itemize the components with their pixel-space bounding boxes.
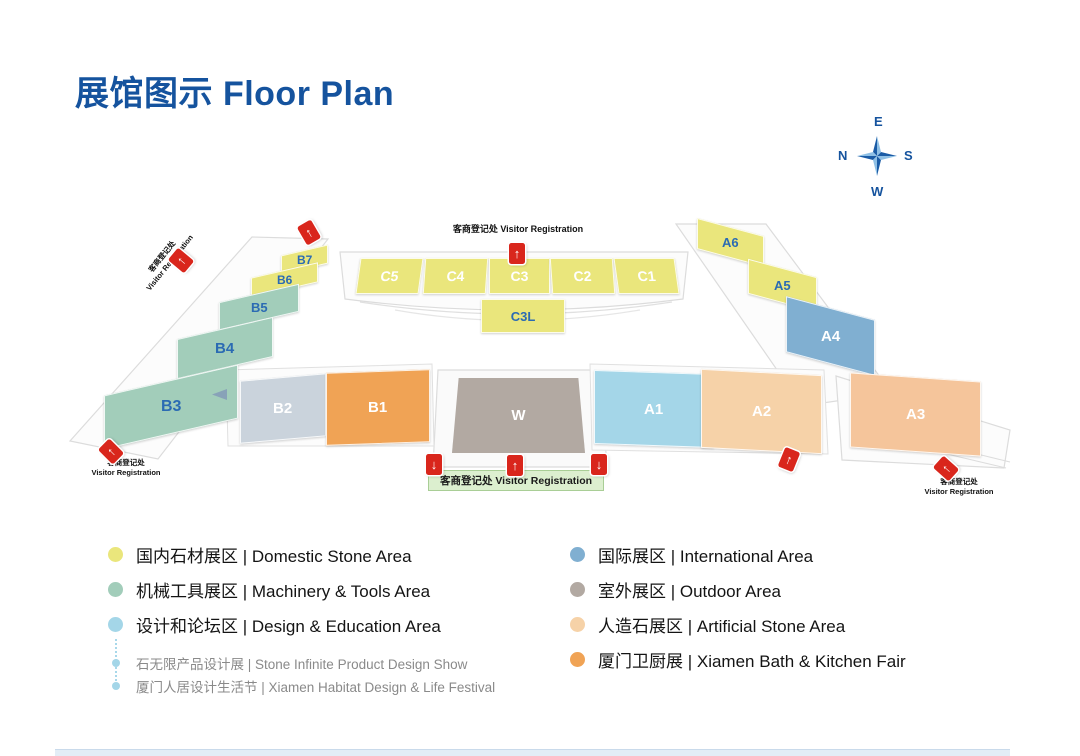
visitor-registration-label-top: 客商登记处 Visitor Registration: [452, 224, 584, 234]
visitor-registration-en: Visitor Registration: [91, 467, 161, 477]
page-title: 展馆图示 Floor Plan: [75, 75, 395, 113]
compass-star-icon: [857, 136, 897, 176]
visitor-registration-en: Visitor Registration: [924, 486, 994, 496]
legend-label: 设计和论坛区 | Design & Education Area: [136, 617, 441, 636]
compass: E N S W: [838, 114, 918, 200]
arrow-up-glyph: ↑: [103, 443, 119, 460]
hall-b1-label: B1: [368, 399, 388, 416]
hall-c2-label: C2: [572, 268, 593, 284]
hall-c1: C1: [613, 258, 680, 294]
domestic-stone-dot-icon: [108, 547, 123, 562]
hall-a3-label: A3: [905, 406, 926, 423]
arrow-up-glyph: ↑: [302, 224, 316, 241]
legend-label: 厦门卫厨展 | Xiamen Bath & Kitchen Fair: [598, 652, 906, 671]
hall-c5-label: C5: [379, 268, 400, 284]
outdoor-dot-icon: [570, 582, 585, 597]
legend-sub-item: 石无限产品设计展 | Stone Infinite Product Design…: [108, 651, 495, 674]
sub-dot-icon: [112, 681, 120, 690]
compass-east-label: E: [874, 114, 883, 129]
hall-c4-label: C4: [445, 268, 466, 284]
legend-item: 设计和论坛区 | Design & Education Area: [108, 607, 495, 642]
hall-b5-label: B5: [250, 299, 268, 315]
hall-b2: B2: [240, 373, 326, 444]
entrance-arrow-icon: ↓: [426, 454, 442, 475]
design-education-dot-icon: [108, 617, 123, 632]
hall-w: W: [452, 378, 585, 453]
hall-c5: C5: [355, 258, 424, 294]
sub-dot-icon: [112, 658, 120, 667]
hall-b1: B1: [326, 369, 430, 446]
hall-a1-label: A1: [644, 400, 664, 418]
legend-sub-items: 石无限产品设计展 | Stone Infinite Product Design…: [108, 639, 495, 697]
machinery-tools-dot-icon: [108, 582, 123, 597]
hall-a5-label: A5: [774, 278, 791, 293]
arrow-up-glyph: ↑: [511, 458, 519, 473]
entrance-arrow-icon: ↑: [507, 455, 523, 476]
compass-north-label: N: [838, 148, 848, 163]
legend-item: 室外展区 | Outdoor Area: [570, 572, 906, 607]
hall-a4-label: A4: [820, 327, 841, 345]
hall-b4-label: B4: [215, 339, 235, 357]
hall-a3: A3: [850, 372, 981, 457]
hall-c4: C4: [422, 258, 489, 294]
hall-a6-label: A6: [722, 235, 739, 250]
passage-arrow-icon: [212, 389, 227, 400]
legend-left-column: 国内石材展区 | Domestic Stone Area 机械工具展区 | Ma…: [108, 537, 495, 697]
visitor-registration-label-bottom-left: 客商登记处 Visitor Registration: [78, 458, 174, 478]
legend-item: 国内石材展区 | Domestic Stone Area: [108, 537, 495, 572]
legend-sub-label: 石无限产品设计展 | Stone Infinite Product Design…: [136, 656, 468, 672]
hall-c3l: C3L: [481, 299, 565, 333]
legend-label: 室外展区 | Outdoor Area: [598, 582, 781, 601]
legend-item: 机械工具展区 | Machinery & Tools Area: [108, 572, 495, 607]
hall-a1: A1: [594, 369, 714, 449]
page-edge-strip: [55, 749, 1010, 756]
hall-c3-label: C3: [510, 268, 529, 284]
arrow-up-glyph: ↑: [173, 253, 189, 268]
legend-label: 机械工具展区 | Machinery & Tools Area: [136, 582, 431, 601]
visitor-registration-cn: 客商登记处: [940, 477, 978, 486]
arrow-up-glyph: ↑: [513, 246, 521, 261]
hall-a2-label: A2: [751, 403, 772, 420]
artificial-stone-dot-icon: [570, 617, 585, 632]
entrance-arrow-icon: ↓: [591, 454, 607, 475]
hall-b3-label: B3: [160, 398, 182, 416]
visitor-registration-label-bottom-right: 客商登记处 Visitor Registration: [914, 477, 1004, 497]
legend-sub-item: 厦门人居设计生活节 | Xiamen Habitat Design & Life…: [108, 674, 495, 697]
legend-item: 厦门卫厨展 | Xiamen Bath & Kitchen Fair: [570, 642, 906, 677]
compass-west-label: W: [871, 184, 884, 199]
visitor-registration-banner: 客商登记处 Visitor Registration: [428, 470, 604, 491]
legend-sub-label: 厦门人居设计生活节 | Xiamen Habitat Design & Life…: [136, 679, 496, 695]
hall-c1-label: C1: [636, 268, 657, 284]
arrow-up-glyph: ↑: [938, 461, 954, 476]
legend-item: 国际展区 | International Area: [570, 537, 906, 572]
arrow-down-glyph: ↓: [595, 457, 603, 472]
hall-a2: A2: [701, 368, 822, 455]
legend-label: 国际展区 | International Area: [598, 547, 814, 566]
hall-c3: C3: [489, 258, 550, 294]
legend-right-column: 国际展区 | International Area 室外展区 | Outdoor…: [570, 537, 906, 677]
legend-label: 国内石材展区 | Domestic Stone Area: [136, 547, 412, 566]
visitor-registration-cn: 客商登记处: [107, 458, 145, 467]
legend-item: 人造石展区 | Artificial Stone Area: [570, 607, 906, 642]
bath-kitchen-dot-icon: [570, 652, 585, 667]
arrow-up-glyph: ↑: [783, 451, 795, 468]
entrance-arrow-icon: ↑: [509, 243, 525, 264]
hall-c3l-label: C3L: [510, 308, 536, 324]
hall-w-label: W: [511, 407, 526, 424]
compass-south-label: S: [904, 148, 913, 163]
hall-b2-label: B2: [273, 400, 293, 417]
legend-label: 人造石展区 | Artificial Stone Area: [598, 617, 846, 636]
hall-c2: C2: [549, 258, 616, 294]
arrow-down-glyph: ↓: [430, 457, 438, 472]
international-dot-icon: [570, 547, 585, 562]
